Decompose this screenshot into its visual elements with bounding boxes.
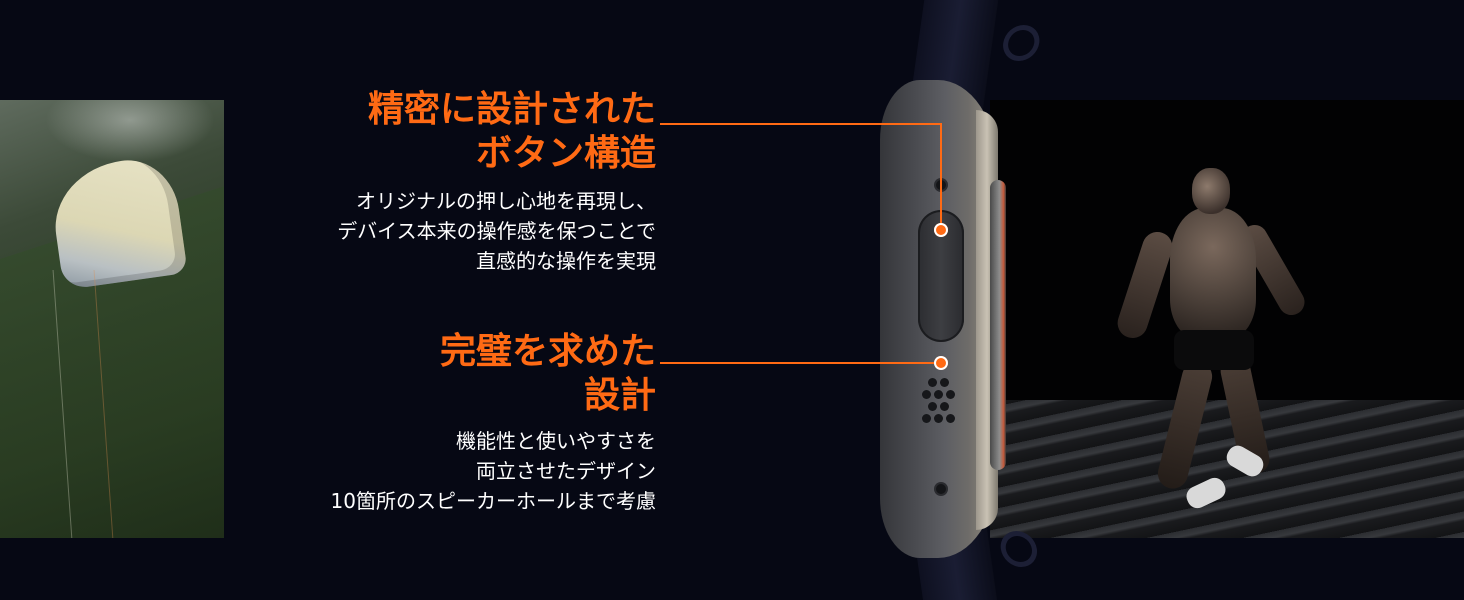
callout-dot-button <box>934 223 948 237</box>
speaker-hole-icon <box>928 378 937 387</box>
runner-head <box>1192 168 1230 214</box>
band-hole-icon <box>1004 536 1034 562</box>
feature-design-desc-line1: 機能性と使いやすさを <box>456 429 656 453</box>
watch-side-view <box>870 0 1037 600</box>
feature-design-heading-line1: 完璧を求めた <box>439 331 656 372</box>
speaker-grid <box>916 378 968 430</box>
runner-figure <box>1113 160 1320 520</box>
feature-button-heading-line2: ボタン構造 <box>475 133 656 174</box>
runner-torso <box>1170 208 1256 338</box>
mic-hole-icon <box>936 484 946 494</box>
band-hole-icon <box>1006 30 1037 56</box>
speaker-hole-icon <box>940 402 949 411</box>
paraglider-photo <box>0 100 224 538</box>
feature-button-heading: 精密に設計された ボタン構造 <box>368 88 656 176</box>
speaker-hole-icon <box>934 414 943 423</box>
feature-design-heading-line2: 設計 <box>583 375 656 416</box>
runner-photo <box>990 100 1464 538</box>
feature-design-description: 機能性と使いやすさを 両立させたデザイン 10箇所のスピーカーホールまで考慮 <box>331 426 656 516</box>
runner-shoe-left <box>1183 474 1229 512</box>
watch-crystal <box>990 180 1006 470</box>
feature-button-description: オリジナルの押し心地を再現し、 デバイス本来の操作感を保つことで 直感的な操作を… <box>337 186 656 276</box>
feature-button-desc-line2: デバイス本来の操作感を保つことで <box>337 219 656 243</box>
wooden-floor <box>990 400 1464 538</box>
speaker-hole-icon <box>922 390 931 399</box>
callout-line-button-vertical <box>940 123 942 229</box>
feature-design-desc-line2: 両立させたデザイン <box>476 459 656 483</box>
runner-arm-left <box>1113 228 1177 342</box>
speaker-hole-icon <box>946 390 955 399</box>
runner-shorts <box>1174 330 1254 370</box>
feature-button-desc-line1: オリジナルの押し心地を再現し、 <box>356 189 656 213</box>
callout-line-design <box>660 362 936 364</box>
speaker-hole-icon <box>928 402 937 411</box>
speaker-hole-icon <box>922 414 931 423</box>
runner-leg-left <box>1154 358 1216 492</box>
speaker-hole-icon <box>940 378 949 387</box>
callout-line-button <box>660 123 942 125</box>
callout-dot-design <box>934 356 948 370</box>
feature-button-heading-line1: 精密に設計された <box>367 89 656 130</box>
feature-design-desc-line3: 10箇所のスピーカーホールまで考慮 <box>330 489 656 513</box>
speaker-hole-icon <box>934 390 943 399</box>
feature-design-heading: 完璧を求めた 設計 <box>440 330 656 418</box>
feature-button-desc-line3: 直感的な操作を実現 <box>476 249 656 273</box>
speaker-hole-icon <box>946 414 955 423</box>
